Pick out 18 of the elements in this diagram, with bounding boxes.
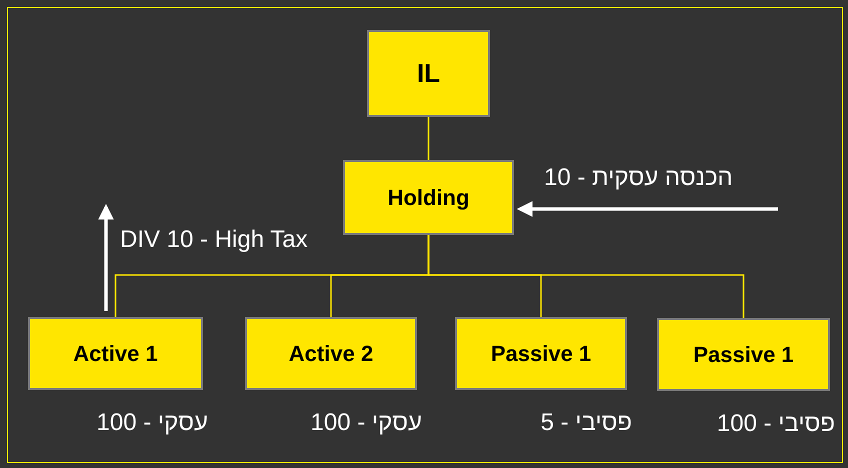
box-label: Passive 1 — [490, 340, 592, 368]
connector-line — [428, 235, 744, 318]
entity-box — [245, 317, 417, 390]
arrow — [98, 204, 114, 311]
entity-box — [28, 317, 203, 390]
box-label: Active 1 — [73, 340, 158, 368]
arrow — [516, 201, 778, 217]
entity-box — [343, 160, 514, 235]
box-label: IL — [416, 57, 440, 90]
connector-line — [428, 117, 430, 160]
income-note: עסקי - 100 — [96, 411, 208, 435]
box-label: Holding — [388, 184, 470, 212]
entity-box — [657, 318, 830, 391]
box-label: Active 2 — [288, 340, 374, 368]
entity-box — [455, 317, 627, 390]
box-label: Passive 1 — [693, 341, 794, 369]
entity-box — [367, 30, 490, 117]
income-note: עסקי - 100 — [310, 411, 422, 435]
